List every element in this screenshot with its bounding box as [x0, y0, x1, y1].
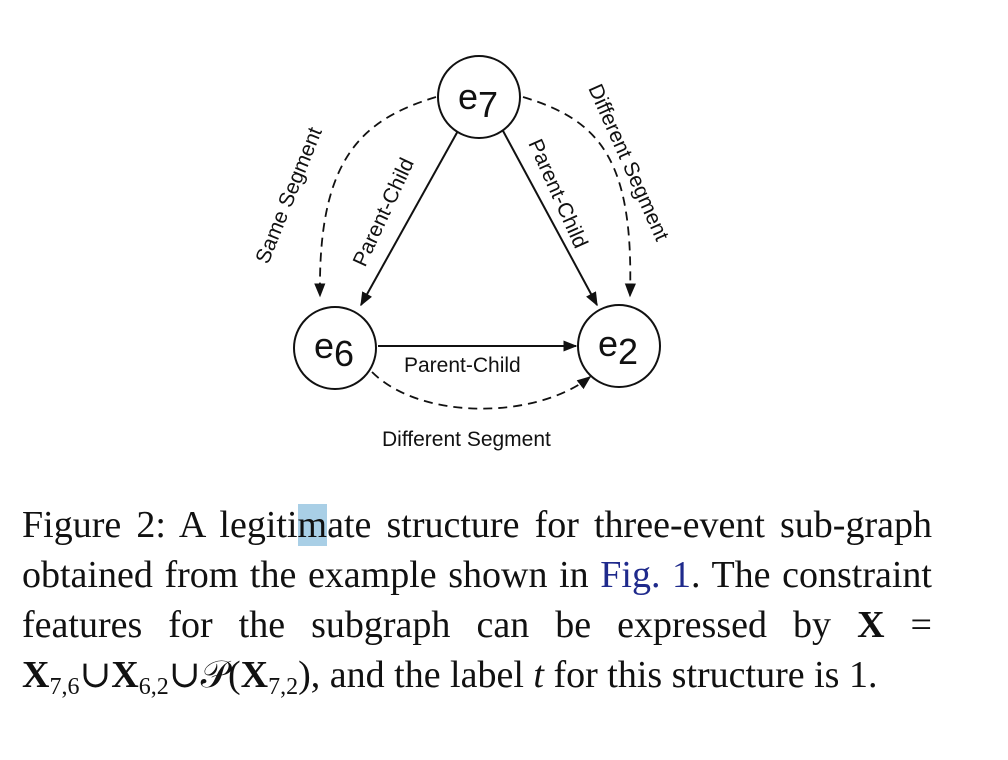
caption-prefix: Figure 2:	[22, 504, 166, 546]
math-open-paren: (	[228, 654, 241, 696]
math-X72: X	[240, 654, 269, 696]
node-e6: e6	[293, 306, 377, 390]
math-t: t	[533, 654, 544, 696]
svg-text:e7: e7	[458, 76, 498, 125]
math-equals: =	[884, 604, 932, 646]
math-X76: X	[22, 654, 50, 696]
event-structure-diagram: e7 e6 e2 Same Segment Parent-Child Paren…	[251, 55, 673, 451]
math-sub-76: 7,6	[49, 674, 80, 700]
math-close-paren: )	[298, 654, 311, 696]
caption-text-d: , and the label	[310, 654, 534, 696]
label-parent-child-left: Parent-Child	[349, 155, 419, 271]
label-different-segment-right: Different Segment	[583, 81, 673, 245]
math-union-2: ∪	[168, 654, 201, 696]
edge-same-segment-e7-e6	[314, 96, 437, 298]
node-e7-letter: e	[458, 76, 478, 117]
node-e7-sub: 7	[478, 84, 498, 125]
math-sub-62: 6,2	[138, 674, 169, 700]
edge-parent-child-e7-e6	[360, 128, 460, 307]
node-e7: e7	[437, 55, 521, 139]
edge-different-segment-e7-e2	[522, 96, 636, 298]
edge-different-segment-e6-e2	[371, 371, 592, 410]
math-sub-72: 7,2	[268, 674, 299, 700]
node-e6-sub: 6	[334, 333, 354, 374]
figure-caption: Figure 2: A legitimate structure for thr…	[22, 500, 932, 700]
edge-parent-child-e7-e2	[501, 128, 598, 307]
text-selection-highlight[interactable]: m	[297, 504, 328, 546]
math-P: 𝒫	[200, 654, 228, 696]
label-same-segment-left: Same Segment	[251, 124, 327, 267]
caption-text-c: . The constraint features for the subgra…	[22, 554, 932, 646]
math-X62: X	[111, 654, 139, 696]
node-e6-letter: e	[314, 325, 334, 366]
label-different-segment-bottom: Different Segment	[382, 428, 551, 451]
caption-text-e: for this structure is 1.	[543, 654, 878, 696]
caption-text-a: A legiti	[165, 504, 298, 546]
svg-text:e6: e6	[314, 325, 354, 374]
node-e2: e2	[577, 304, 661, 388]
math-X: X	[857, 604, 885, 646]
svg-text:e2: e2	[598, 323, 638, 372]
node-e2-sub: 2	[618, 331, 638, 372]
label-parent-child-bottom: Parent-Child	[404, 354, 521, 377]
math-union-1: ∪	[79, 654, 112, 696]
node-e2-letter: e	[598, 323, 618, 364]
figure-reference-link[interactable]: Fig. 1	[600, 554, 692, 596]
caption-text-b: ate structure for three-event sub-graph …	[22, 504, 932, 596]
label-parent-child-right: Parent-Child	[523, 136, 591, 252]
